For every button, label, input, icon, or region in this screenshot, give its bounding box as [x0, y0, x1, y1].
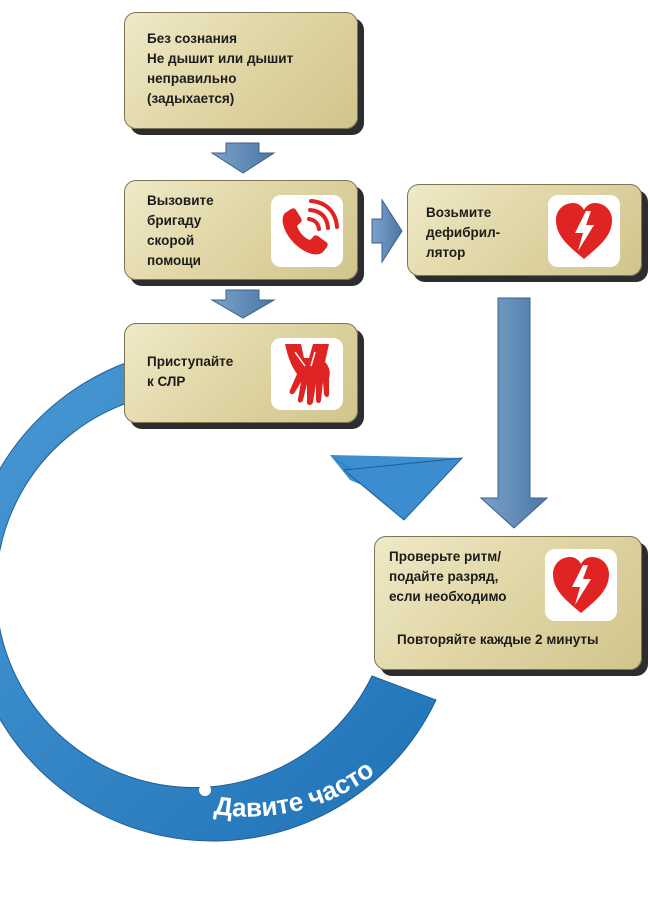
- step-call-ems-text: Вызовите бригаду скорой помощи: [147, 193, 214, 268]
- step-check-rhythm: Проверьте ритм/ подайте разряд, если нео…: [374, 536, 642, 670]
- phone-icon: [271, 195, 343, 267]
- ring-bullet: [199, 784, 211, 796]
- hands-cpr-icon: [271, 338, 343, 410]
- step-unconscious-text: Без сознания Не дышит или дышит неправил…: [147, 31, 294, 106]
- step-check-rhythm-text: Проверьте ритм/ подайте разряд, если нео…: [389, 549, 507, 604]
- repeat-instruction: Повторяйте каждые 2 минуты: [397, 632, 599, 647]
- arrow-down-1: [210, 142, 276, 174]
- ring-arrowhead-tip: [342, 457, 464, 521]
- arrow-right: [371, 198, 403, 264]
- step-call-ems: Вызовите бригаду скорой помощи: [124, 180, 358, 280]
- heart-defibrillator-icon: [545, 549, 617, 621]
- step-start-cpr-text: Приступайте к СЛР: [147, 354, 234, 389]
- heart-defibrillator-icon: [548, 195, 620, 267]
- cpr-cycle-ring: [0, 346, 437, 842]
- arrow-down-2: [210, 289, 276, 319]
- arrow-aed-to-rhythm: [479, 297, 549, 529]
- step-get-aed: Возьмите дефибрил- лятор: [407, 184, 642, 276]
- step-get-aed-text: Возьмите дефибрил- лятор: [426, 205, 501, 260]
- step-start-cpr: Приступайте к СЛР: [124, 323, 358, 423]
- step-unconscious: Без сознания Не дышит или дышит неправил…: [124, 12, 358, 129]
